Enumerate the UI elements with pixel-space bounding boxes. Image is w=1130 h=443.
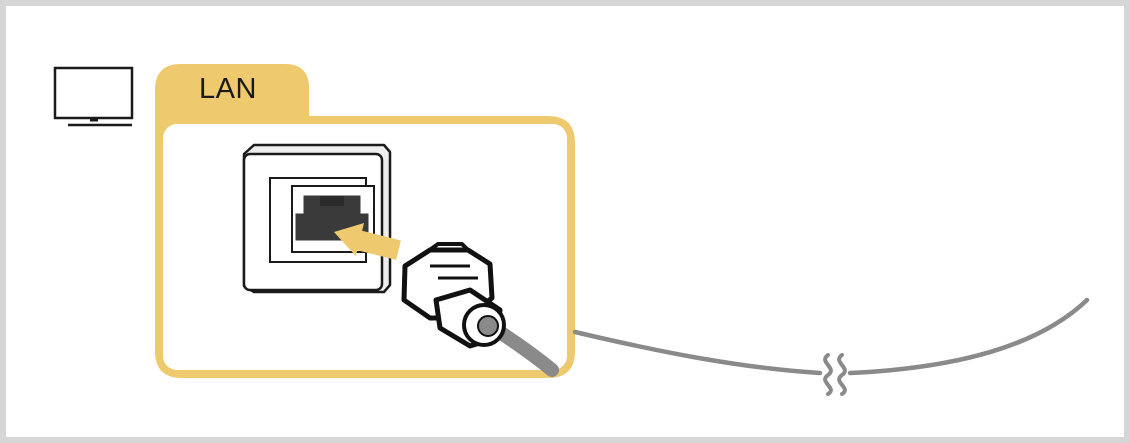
ethernet-cable (572, 297, 1090, 376)
cable-break-icon (823, 353, 847, 396)
ethernet-plug-icon (401, 242, 559, 377)
tv-icon (53, 66, 134, 127)
insert-arrow-icon (333, 223, 401, 260)
lan-label: LAN (199, 73, 257, 105)
wall-socket-icon (242, 143, 392, 294)
